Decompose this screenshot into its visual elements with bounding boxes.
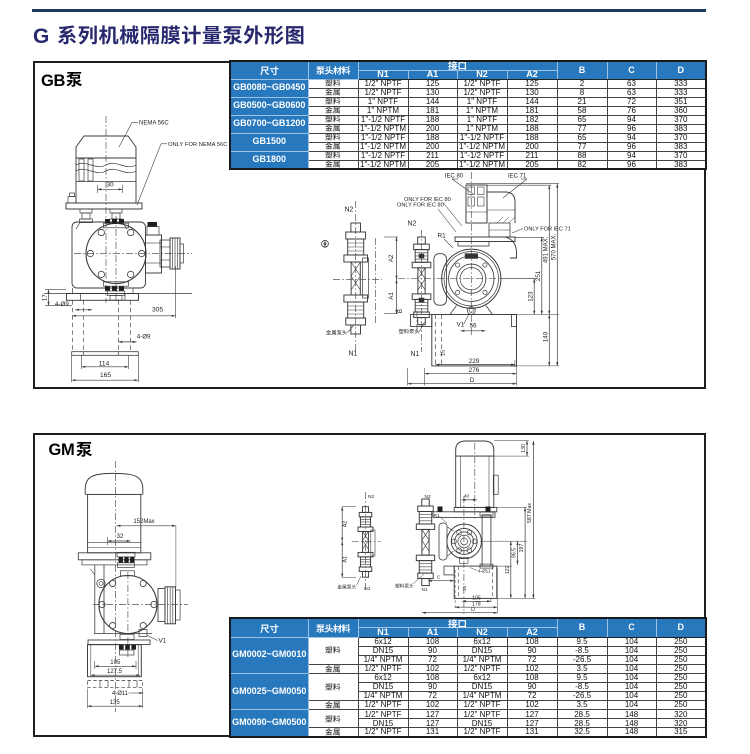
svg-text:V1: V1 (457, 322, 465, 329)
svg-text:30: 30 (106, 182, 114, 189)
svg-text:127.5: 127.5 (107, 669, 123, 675)
svg-text:130: 130 (521, 444, 527, 453)
svg-text:56: 56 (469, 323, 477, 330)
svg-text:N2: N2 (425, 494, 431, 500)
svg-text:305: 305 (152, 307, 163, 314)
svg-text:165: 165 (100, 372, 111, 379)
svg-text:17: 17 (42, 294, 49, 301)
svg-text:IEC 80: IEC 80 (445, 174, 464, 180)
svg-text:R1: R1 (438, 233, 447, 240)
svg-text:A1: A1 (388, 292, 395, 300)
svg-text:491 MAX.: 491 MAX. (544, 236, 550, 263)
svg-text:15: 15 (441, 350, 447, 356)
svg-text:40: 40 (464, 494, 470, 500)
svg-text:N2: N2 (368, 494, 374, 500)
svg-text:251: 251 (535, 270, 542, 281)
svg-text:15: 15 (462, 586, 467, 592)
svg-text:N2: N2 (345, 207, 354, 214)
svg-text:A2: A2 (343, 521, 349, 528)
svg-text:229: 229 (469, 358, 480, 365)
svg-text:4-Ø9: 4-Ø9 (137, 333, 151, 340)
svg-text:N1: N1 (349, 351, 358, 358)
svg-text:N2: N2 (408, 221, 417, 228)
svg-text:ONLY FOR IEC 80: ONLY FOR IEC 80 (404, 197, 451, 203)
svg-text:ONLY FOR IEC 80: ONLY FOR IEC 80 (397, 202, 444, 208)
svg-text:152Max: 152Max (133, 519, 154, 525)
svg-text:96.5: 96.5 (512, 548, 518, 558)
svg-text:ONLY FOR IEC 71: ONLY FOR IEC 71 (524, 227, 570, 233)
svg-text:178: 178 (472, 601, 481, 607)
svg-text:IEC 71: IEC 71 (508, 174, 527, 180)
svg-text:C: C (437, 575, 441, 581)
svg-text:122: 122 (505, 565, 511, 574)
svg-text:R1: R1 (434, 513, 440, 519)
svg-text:276: 276 (469, 367, 480, 374)
svg-text:105: 105 (110, 660, 121, 666)
svg-text:587 Max: 587 Max (527, 503, 533, 523)
svg-text:A1: A1 (343, 556, 349, 563)
svg-text:114: 114 (99, 360, 110, 367)
svg-text:NEMA 56C: NEMA 56C (139, 121, 169, 127)
svg-text:D: D (471, 607, 475, 613)
svg-text:135: 135 (110, 700, 121, 706)
svg-text:4-Ø11: 4-Ø11 (478, 569, 491, 574)
svg-text:123: 123 (527, 291, 534, 302)
svg-text:N1: N1 (364, 586, 370, 592)
svg-text:N1: N1 (411, 351, 420, 358)
svg-text:4-Ø11: 4-Ø11 (112, 691, 129, 697)
svg-text:197: 197 (519, 544, 525, 553)
svg-text:A2: A2 (388, 254, 395, 262)
svg-text:D: D (470, 377, 475, 384)
svg-text:4-Ø9: 4-Ø9 (55, 301, 69, 308)
svg-text:105: 105 (472, 595, 481, 601)
svg-text:570 MAX.: 570 MAX. (552, 234, 558, 261)
svg-text:V1: V1 (159, 638, 167, 645)
svg-text:140: 140 (543, 331, 550, 342)
svg-text:32: 32 (117, 534, 124, 540)
svg-text:N1: N1 (422, 587, 428, 593)
svg-text:ONLY FOR NEMA 56C: ONLY FOR NEMA 56C (168, 142, 227, 148)
svg-text:B: B (397, 309, 404, 313)
